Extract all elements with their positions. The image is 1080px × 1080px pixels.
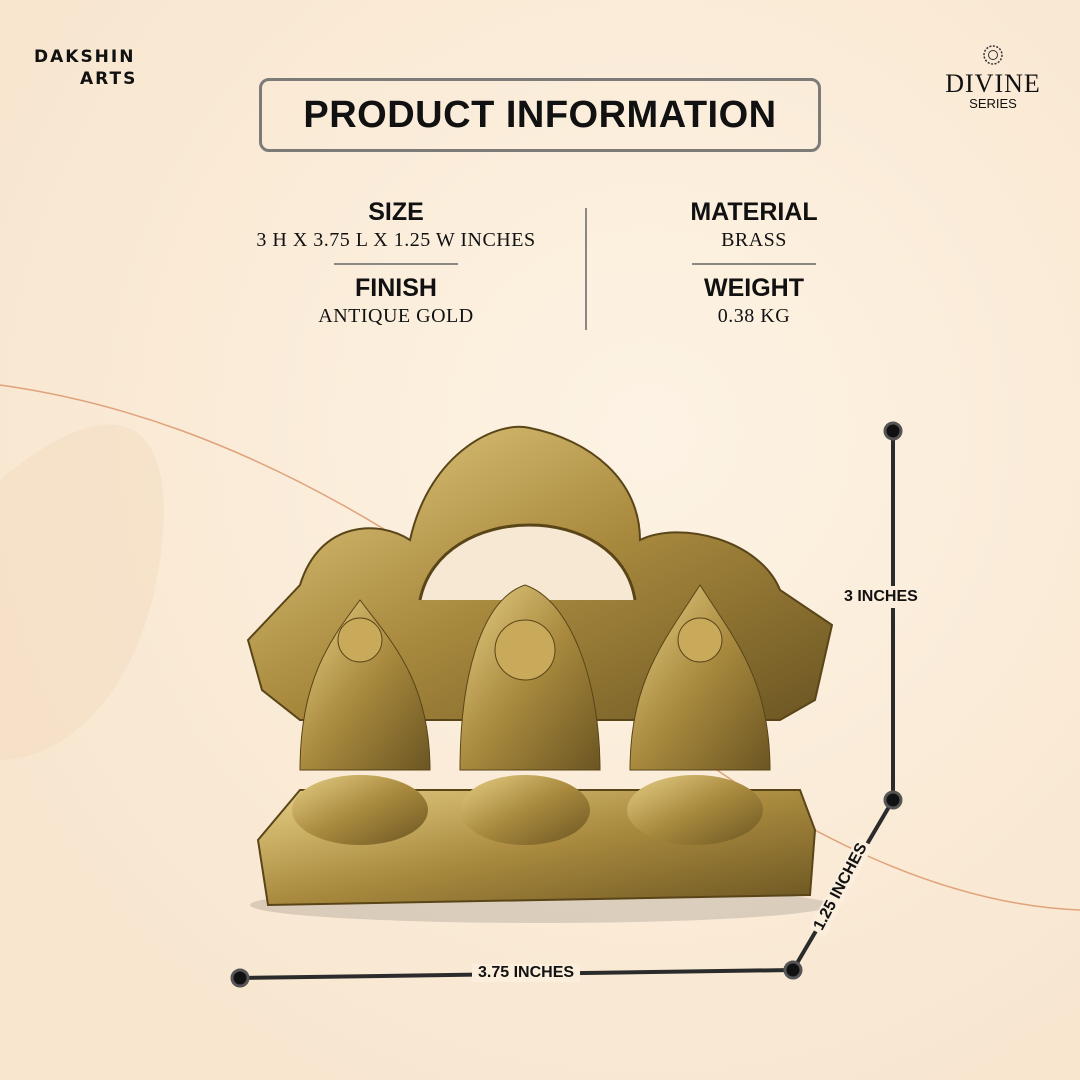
weight-label: WEIGHT — [704, 274, 804, 302]
series-sub: SERIES — [969, 96, 1017, 111]
deity-right — [627, 584, 771, 845]
mandala-icon — [983, 45, 1003, 65]
arch-opening — [418, 523, 637, 601]
divider — [692, 263, 816, 265]
material-label: MATERIAL — [690, 198, 818, 226]
leaf-decoration — [0, 424, 164, 760]
finish-value: ANTIQUE GOLD — [318, 305, 474, 327]
spec-left-column: SIZE 3 H X 3.75 L X 1.25 W INCHES FINISH… — [246, 197, 546, 329]
finish-label: FINISH — [355, 274, 437, 302]
column-divider — [585, 208, 587, 330]
size-value: 3 H X 3.75 L X 1.25 W INCHES — [256, 229, 536, 251]
dimension-dot — [230, 968, 250, 988]
deity-left — [292, 599, 431, 845]
page-title: PRODUCT INFORMATION — [259, 78, 821, 152]
dimension-dot — [883, 421, 903, 441]
logo-line2: ARTS — [80, 69, 138, 89]
length-dimension-label: 3.75 INCHES — [472, 964, 581, 982]
deity-center — [459, 584, 601, 845]
series-name: DIVINE — [945, 69, 1041, 98]
dimension-dot — [883, 790, 903, 810]
divine-series-logo: DIVINE SERIES — [940, 44, 1046, 111]
divider — [334, 263, 458, 265]
dimension-dot — [783, 960, 803, 980]
dakshin-arts-logo: DAKSHIN ARTS — [34, 46, 137, 90]
logo-line1: DAKSHIN — [34, 47, 136, 67]
weight-value: 0.38 KG — [717, 305, 791, 327]
spec-right-column: MATERIAL BRASS WEIGHT 0.38 KG — [604, 197, 904, 329]
material-value: BRASS — [721, 229, 787, 251]
size-label: SIZE — [368, 198, 424, 226]
height-dimension-label: 3 INCHES — [840, 586, 922, 608]
